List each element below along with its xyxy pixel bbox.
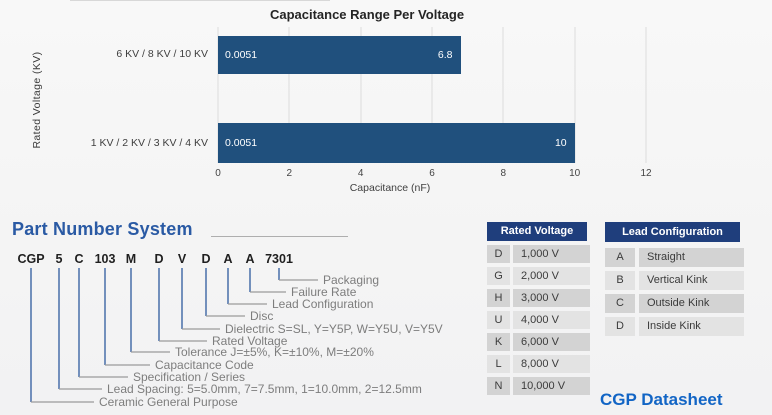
- pn-label: Lead Configuration: [272, 297, 374, 311]
- x-tick-label: 4: [357, 168, 364, 179]
- x-tick-label: 6: [429, 168, 435, 179]
- rated-voltage-table-header: Rated Voltage: [487, 222, 587, 241]
- table-cell-value: Inside Kink: [639, 317, 744, 336]
- table-cell-value: 2,000 V: [513, 267, 590, 285]
- pn-code: 103: [94, 252, 116, 266]
- table-cell-value: Straight: [639, 248, 744, 267]
- table-cell-code: N: [487, 377, 510, 395]
- pn-label: Disc: [250, 309, 274, 323]
- pn-label: Lead Spacing: 5=5.0mm, 7=7.5mm, 1=10.0mm…: [107, 382, 422, 396]
- table-cell-value: 4,000 V: [513, 311, 590, 329]
- heading-rule: [211, 236, 348, 237]
- pn-label: Failure Rate: [291, 285, 357, 299]
- gridline: [360, 27, 362, 163]
- table-cell-code: D: [487, 245, 510, 263]
- bar-min-value-label: 0.0051: [225, 137, 258, 149]
- table-cell-code: C: [605, 294, 635, 313]
- table-cell-code: D: [605, 317, 635, 336]
- table-cell-code: B: [605, 271, 635, 290]
- pn-code: M: [125, 252, 137, 266]
- pn-label: Dielectric S=SL, Y=Y5P, W=Y5U, V=Y5V: [225, 322, 443, 336]
- table-cell-value: Vertical Kink: [639, 271, 744, 290]
- pn-code: 5: [55, 252, 63, 266]
- gridline: [574, 27, 576, 163]
- table-cell-value: 10,000 V: [513, 377, 590, 395]
- table-cell-code: A: [605, 248, 635, 267]
- gridline: [431, 27, 433, 163]
- y-axis-title: Rated Voltage (KV): [31, 51, 43, 149]
- datasheet-link[interactable]: CGP Datasheet: [600, 390, 723, 409]
- x-axis-title: Capacitance (nF): [349, 182, 431, 194]
- x-tick-label: 12: [640, 168, 652, 179]
- gridline: [645, 27, 647, 163]
- part-number-heading: Part Number System: [12, 219, 193, 239]
- pn-code: 7301: [265, 252, 293, 266]
- top-crop-line: [70, 0, 330, 1]
- category-label-low: 1 KV / 2 KV / 3 KV / 4 KV: [90, 137, 208, 149]
- table-cell-value: 6,000 V: [513, 333, 590, 351]
- pn-label: Rated Voltage: [212, 334, 288, 348]
- pn-label: Specification / Series: [133, 370, 246, 384]
- pn-label: Packaging: [323, 273, 380, 287]
- table-cell-code: U: [487, 311, 510, 329]
- pn-label: Ceramic General Purpose: [99, 395, 238, 409]
- pn-code: C: [74, 252, 84, 266]
- pn-code: A: [245, 252, 255, 266]
- table-cell-value: 8,000 V: [513, 355, 590, 373]
- bar-low-voltage-range: 0.0051 10: [218, 123, 575, 163]
- pn-code: A: [223, 252, 233, 266]
- gridline: [217, 27, 219, 163]
- pn-label: Capacitance Code: [155, 358, 254, 372]
- pn-code: V: [177, 252, 187, 266]
- table-cell-code: L: [487, 355, 510, 373]
- x-tick-label: 8: [500, 168, 507, 179]
- x-tick-label: 0: [215, 168, 221, 179]
- table-cell-code: K: [487, 333, 510, 351]
- table-cell-value: Outside Kink: [639, 294, 744, 313]
- pn-code: CGP: [17, 252, 45, 266]
- gridline: [288, 27, 290, 163]
- pn-label: Tolerance J=±5%, K=±10%, M=±20%: [175, 345, 374, 359]
- category-label-high: 6 KV / 8 KV / 10 KV: [116, 48, 208, 60]
- bar-high-voltage-range: 0.0051 6.8: [218, 36, 461, 74]
- bar-max-value-label: 10: [554, 137, 567, 149]
- x-tick-label: 10: [569, 168, 581, 179]
- chart-plot-area: 0.0051 6.8 0.0051 10 0 2 4 6 8 10 12: [215, 27, 652, 179]
- pn-code: D: [154, 252, 164, 266]
- x-tick-label: 2: [286, 168, 293, 179]
- lead-configuration-table-header: Lead Configuration: [605, 222, 740, 242]
- table-cell-code: G: [487, 267, 510, 285]
- chart-title: Capacitance Range Per Voltage: [269, 7, 465, 22]
- pn-code: D: [201, 252, 211, 266]
- bar-min-value-label: 0.0051: [225, 49, 258, 61]
- gridline: [502, 27, 504, 163]
- table-cell-value: 3,000 V: [513, 289, 590, 307]
- bar-max-value-label: 6.8: [437, 49, 453, 61]
- table-cell-value: 1,000 V: [513, 245, 590, 263]
- table-cell-code: H: [487, 289, 510, 307]
